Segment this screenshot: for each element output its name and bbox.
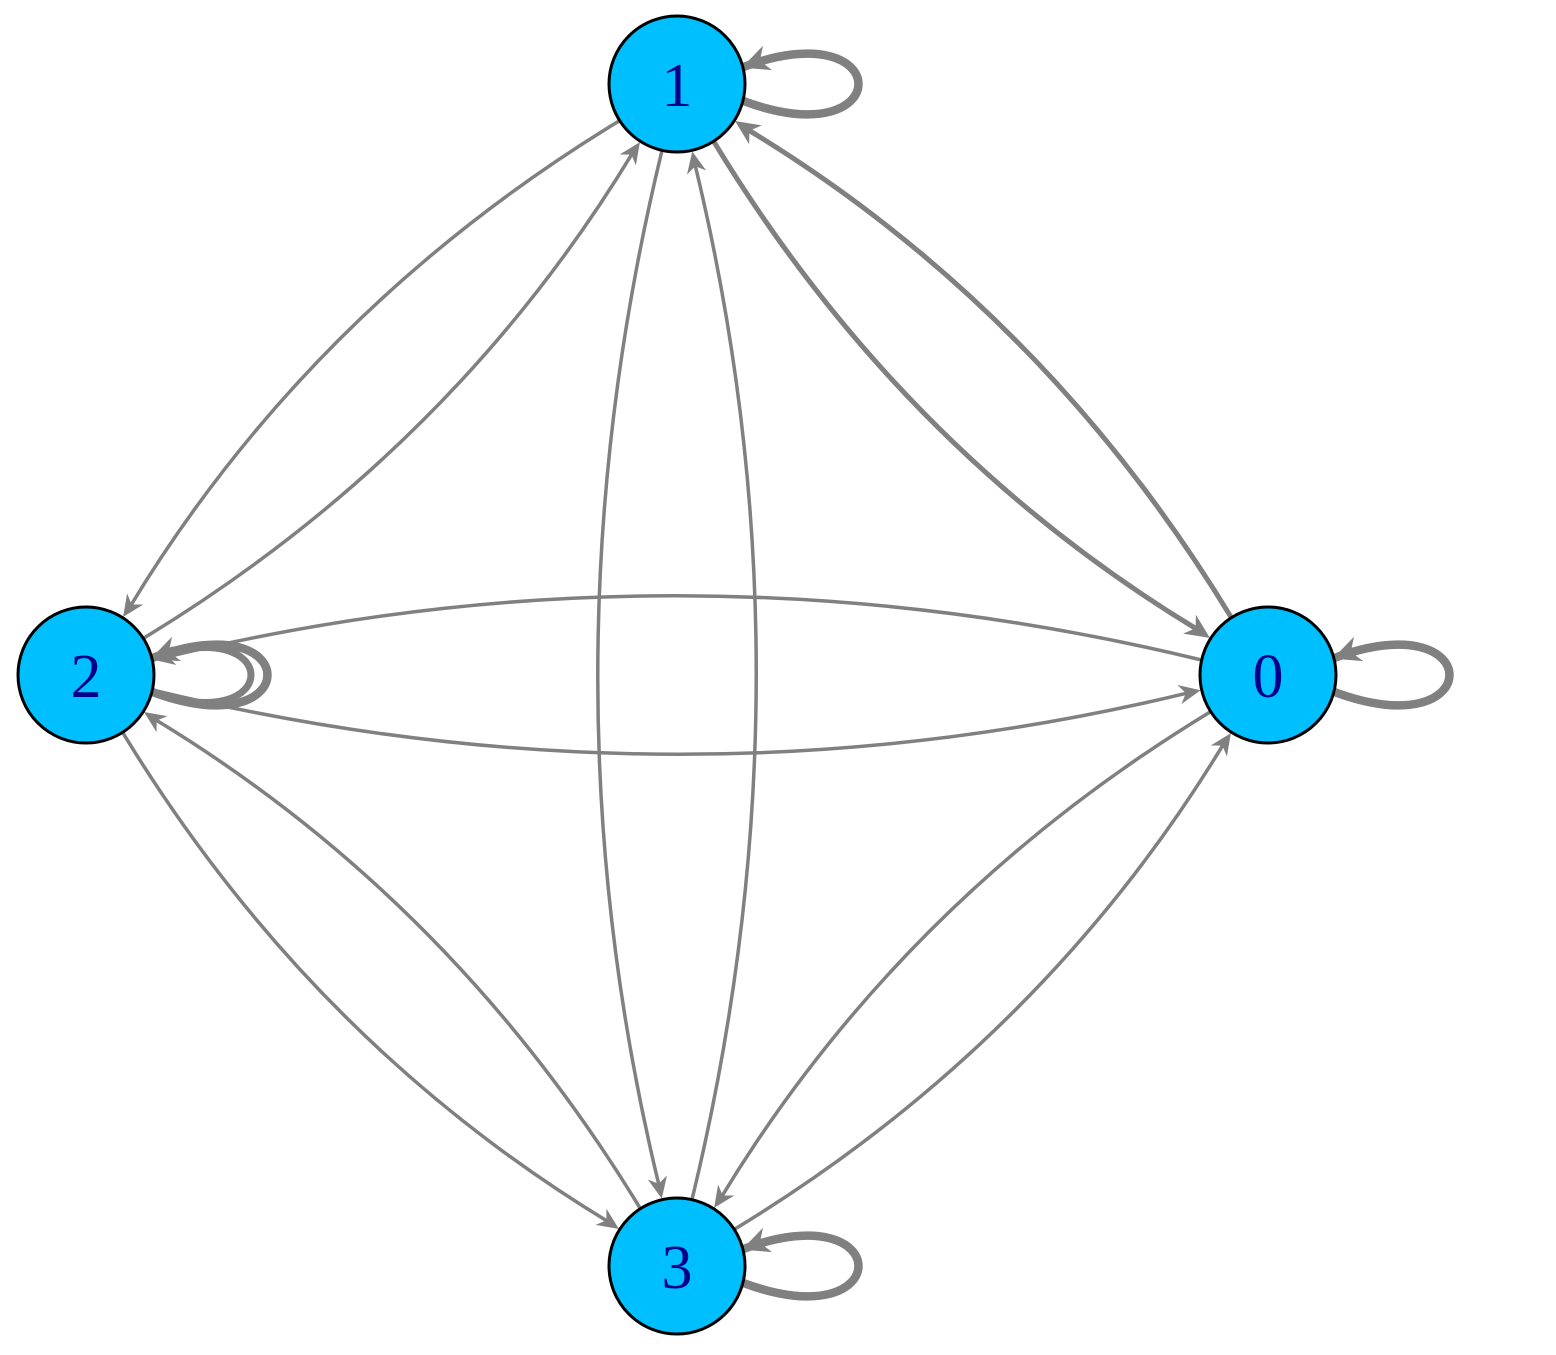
node-2: 2 [16,605,156,745]
edge-0-to-2 [163,594,1202,662]
node-0-label: 0 [1253,643,1284,711]
edge-2-to-0-arrow [1177,685,1201,705]
edge-1-to-3 [596,150,664,1189]
node-1: 1 [607,14,747,154]
edge-0-to-3 [719,710,1213,1200]
edge-0-to-1 [744,126,1234,620]
self-loop-0 [1329,640,1454,710]
edge-2-to-1-arrow [619,142,640,166]
edge-0-to-2-arrow [153,645,177,665]
edge-3-to-0 [732,741,1226,1231]
edge-1-to-0-arrow [1183,614,1210,638]
edge-3-to-1-arrow [687,151,707,175]
node-0-circle [1198,605,1338,745]
edge-3-to-1 [690,161,758,1200]
node-1-circle [607,14,747,154]
edge-3-to-2 [152,717,642,1211]
edge-1-to-0 [711,139,1201,633]
self-loop-3 [738,1231,863,1301]
edge-2-to-3-arrow [595,1208,619,1229]
node-1-label: 1 [662,52,693,120]
edge-2-to-3 [121,730,611,1224]
edge-1-to-3-arrow [647,1175,667,1199]
edge-2-to-1 [141,150,635,640]
self-loop-1 [738,49,863,119]
edge-2-to-0 [152,688,1191,756]
edge-1-to-2 [128,119,622,609]
node-0: 0 [1198,605,1338,745]
self-loop-1-arrow [741,45,773,71]
node-2-label: 2 [71,643,102,711]
edge-1-to-2-arrow [123,593,144,617]
edge-0-to-3-arrow [714,1184,735,1208]
node-3-circle [607,1196,747,1336]
node-2-circle [16,605,156,745]
self-loop-3-arrow [741,1227,773,1253]
edges-layer [121,45,1454,1301]
edge-0-to-1-arrow [735,121,762,145]
self-loop-0-arrow [1332,636,1364,662]
node-3: 3 [607,1196,747,1336]
edge-3-to-0-arrow [1210,733,1231,757]
edge-3-to-2-arrow [144,712,168,733]
nodes-layer: 0 1 2 3 [16,14,1338,1336]
node-3-label: 3 [662,1234,693,1302]
